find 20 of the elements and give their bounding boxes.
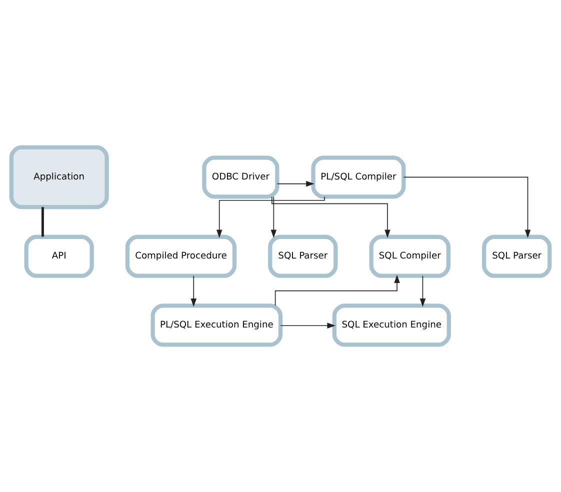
- connector: [41, 207, 44, 237]
- node-box: SQL Parser: [268, 234, 338, 278]
- node-box: SQL Compiler: [369, 234, 450, 278]
- arrow: [280, 322, 336, 329]
- node-box: PL/SQL Execution Engine: [150, 304, 283, 347]
- node-box: Application: [9, 145, 109, 210]
- arrow: [403, 176, 531, 238]
- arrow: [271, 196, 390, 238]
- arrow: [270, 196, 277, 238]
- arrow: [276, 180, 314, 187]
- node-box: API: [24, 234, 94, 278]
- node-box: ODBC Driver: [202, 156, 280, 199]
- node-box: SQL Execution Engine: [332, 304, 451, 347]
- node-box: PL/SQL Compiler: [311, 156, 406, 199]
- node-box: Compiled Procedure: [125, 234, 237, 278]
- arrow: [420, 275, 426, 307]
- arrow: [190, 275, 197, 307]
- arrow: [274, 274, 400, 306]
- arrow: [216, 196, 325, 238]
- node-box: SQL Parser: [482, 234, 552, 278]
